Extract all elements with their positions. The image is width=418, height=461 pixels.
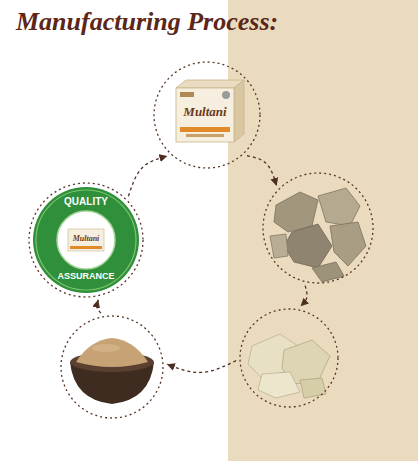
process-circle: [262, 172, 374, 284]
flow-arrow: [247, 156, 277, 186]
product-box: [176, 80, 244, 142]
dashed-ring: [61, 316, 163, 418]
seal-label: QUALITY: [64, 197, 108, 207]
flow-arrow: [97, 300, 101, 313]
circle-outline: [239, 308, 339, 408]
process-circle: [239, 308, 339, 408]
dashed-ring: [29, 183, 143, 297]
powder-bowl: [70, 338, 154, 404]
flow-arrow: [128, 156, 167, 196]
circle-outline: [60, 315, 164, 419]
seal-label: ASSURANCE: [57, 272, 114, 281]
circle-outline: [262, 172, 374, 284]
flow-arrow: [167, 361, 236, 373]
clay-chunks: [270, 188, 366, 282]
product-label: Multani: [183, 105, 226, 118]
process-circle: [60, 315, 164, 419]
product-label: Multani: [73, 235, 100, 243]
dashed-ring: [240, 309, 338, 407]
process-circle: Multani: [153, 61, 261, 169]
flow-arrow: [301, 286, 307, 307]
clay-pieces: [248, 334, 330, 398]
dashed-ring: [263, 173, 373, 283]
process-circle: QUALITY ASSURANCE Multani: [28, 182, 144, 298]
quality-seal: [33, 187, 139, 293]
dashed-ring: [154, 62, 260, 168]
page-title: Manufacturing Process:: [16, 6, 278, 37]
